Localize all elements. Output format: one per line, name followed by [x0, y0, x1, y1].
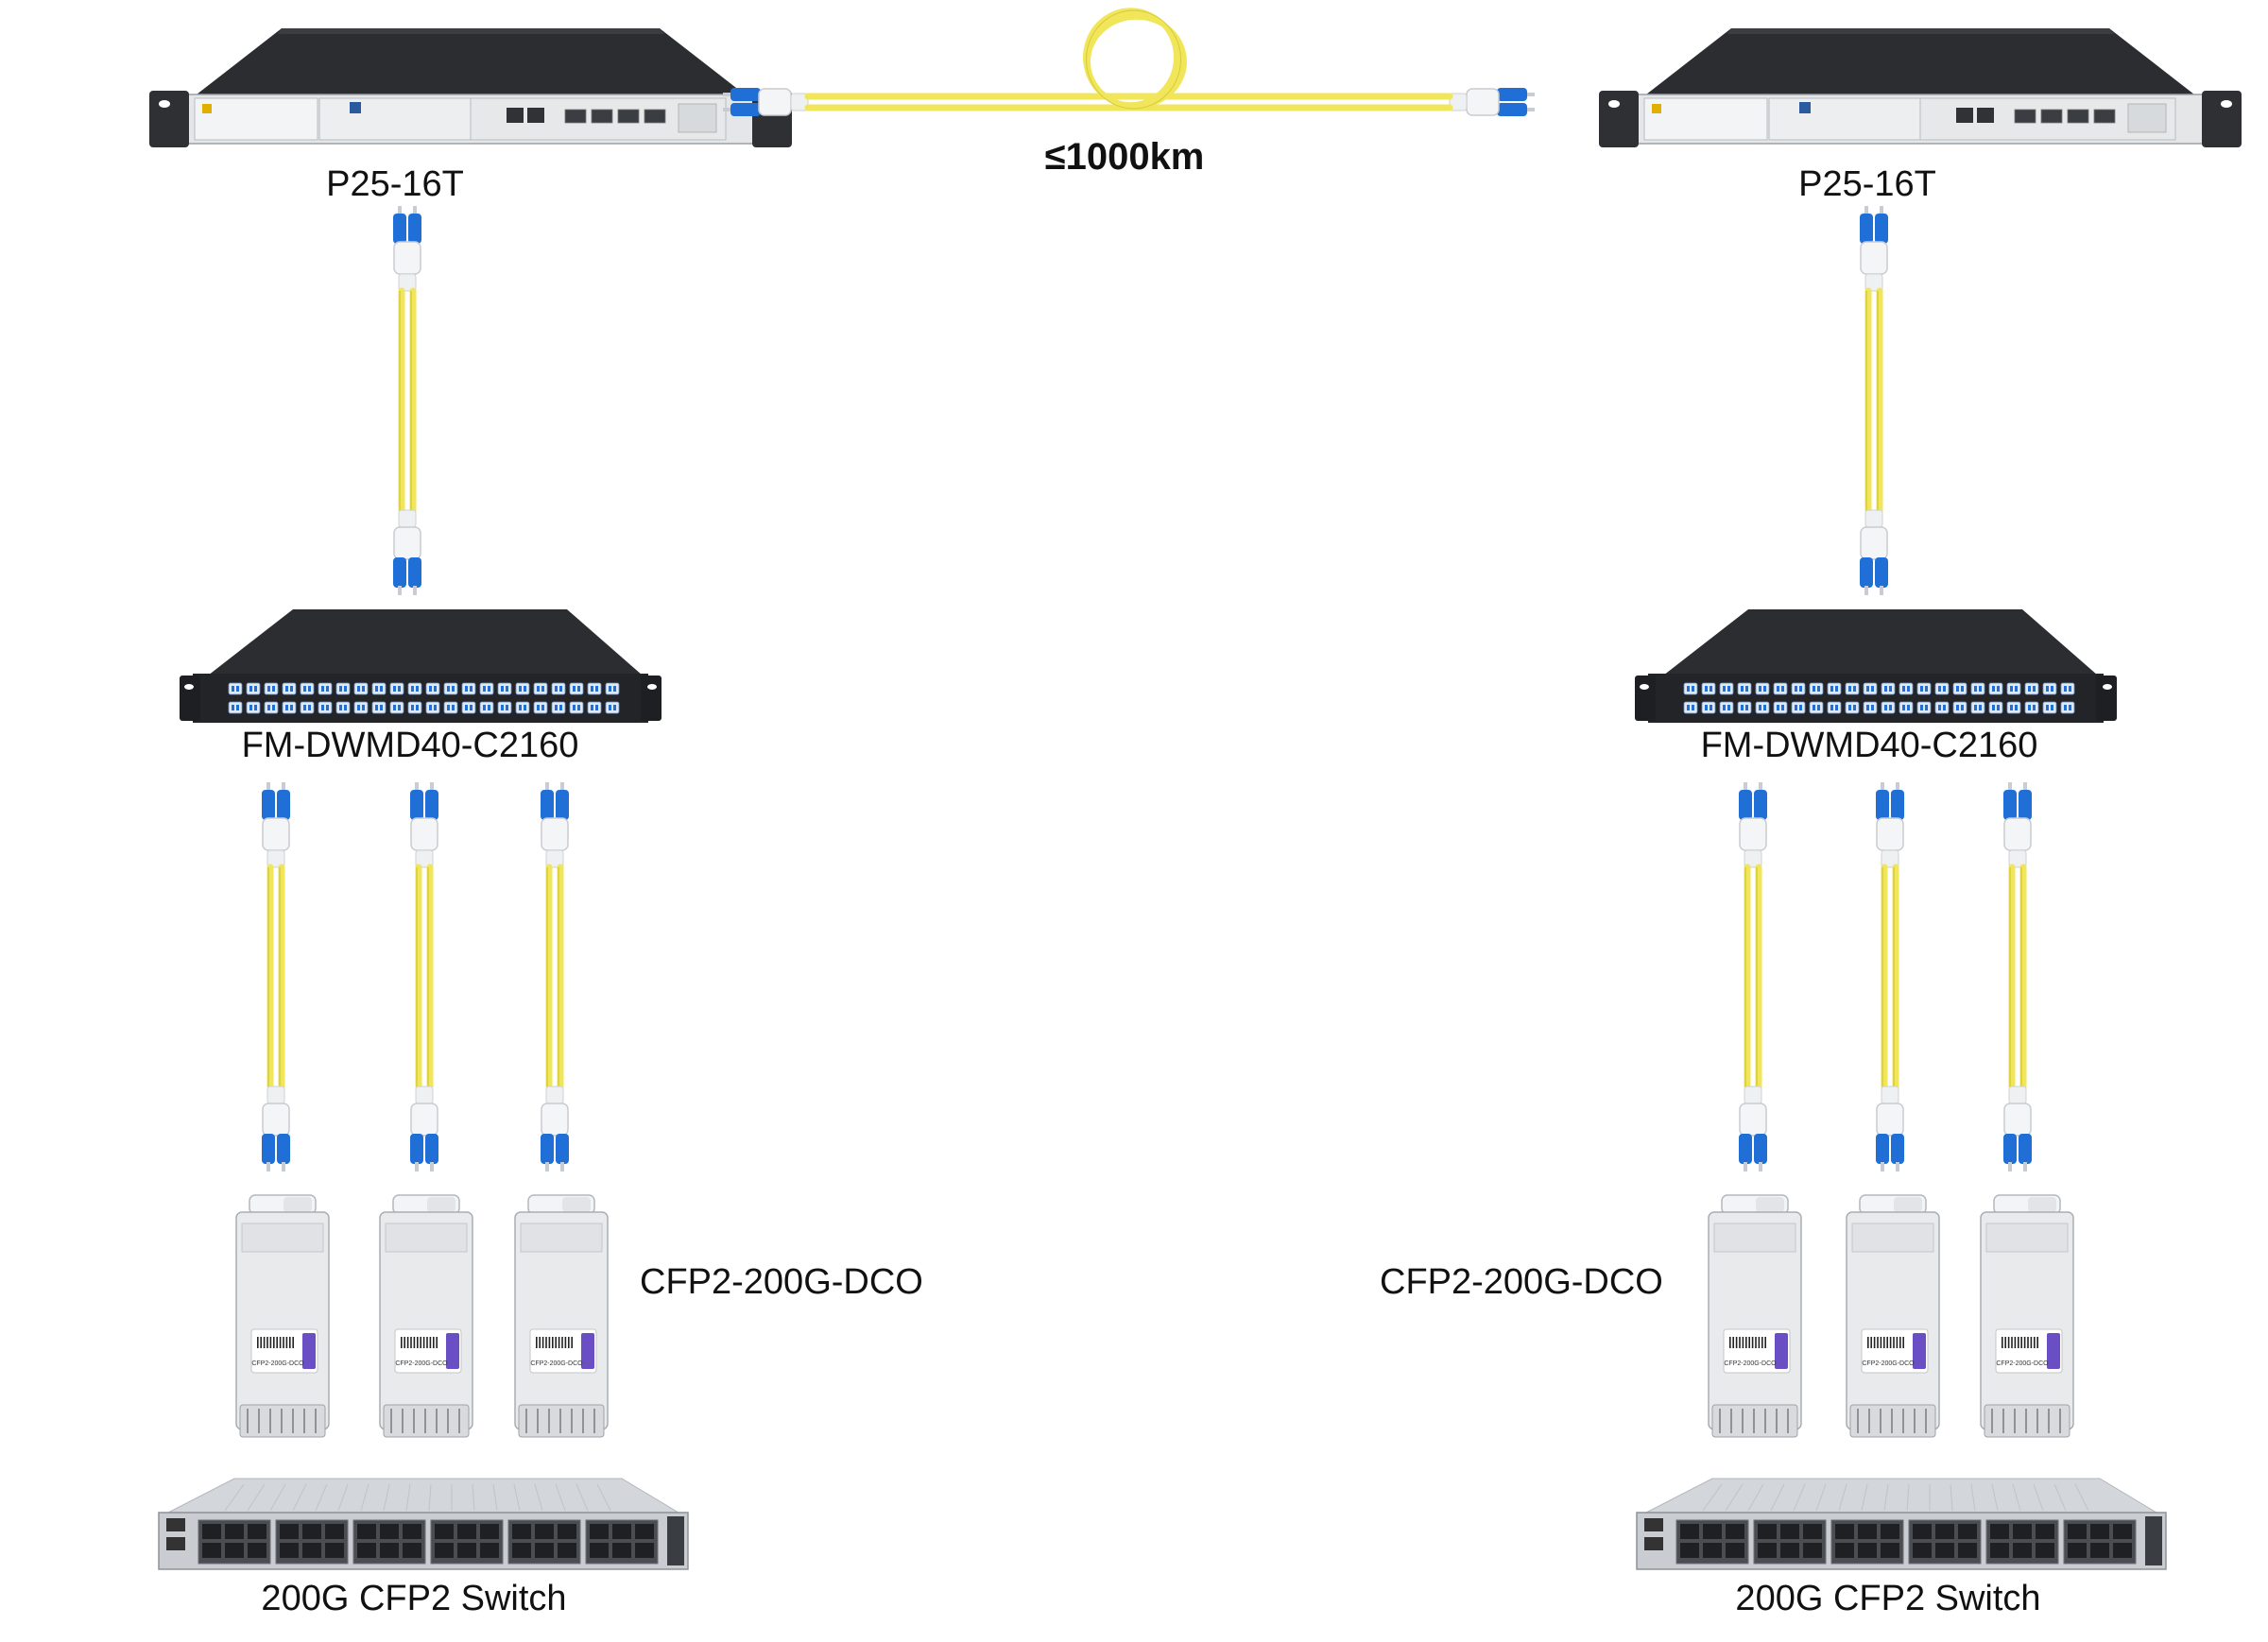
right-transponder: [1599, 28, 2242, 147]
left-transponder: [149, 28, 792, 147]
right-mux-label: FM-DWMD40-C2160: [1700, 726, 2038, 765]
right-switch-label: 200G CFP2 Switch: [1735, 1579, 2041, 1618]
module-sticker-text: CFP2-200G-DCO: [1724, 1360, 1777, 1367]
left-cfp2-module-2: CFP2-200G-DCO: [379, 1194, 473, 1438]
right-drop-fiber-3: [2003, 782, 2032, 1172]
left-drop-fiber-2: [410, 782, 438, 1172]
left-drop-fiber-3: [541, 782, 569, 1172]
right-cfp2-module-1: CFP2-200G-DCO: [1708, 1194, 1802, 1438]
distance-label: ≤1000km: [1044, 136, 1205, 178]
left-transponder-label: P25-16T: [326, 164, 464, 204]
right-uplink-fiber: [1860, 206, 1888, 595]
right-transponder-label: P25-16T: [1798, 164, 1936, 204]
module-sticker-text: CFP2-200G-DCO: [251, 1360, 304, 1367]
left-drop-fiber-1: [262, 782, 290, 1172]
module-sticker-text: CFP2-200G-DCO: [395, 1360, 448, 1367]
left-cfp2-module-3: CFP2-200G-DCO: [514, 1194, 609, 1438]
right-drop-fiber-1: [1739, 782, 1767, 1172]
left-mux: [180, 609, 662, 723]
left-cfp2-module-1: CFP2-200G-DCO: [235, 1194, 330, 1438]
right-cfp2-module-3: CFP2-200G-DCO: [1980, 1194, 2074, 1438]
module-sticker-text: CFP2-200G-DCO: [1996, 1360, 2049, 1367]
module-sticker-text: CFP2-200G-DCO: [1862, 1360, 1915, 1367]
left-switch-label: 200G CFP2 Switch: [261, 1579, 567, 1618]
right-switch: [1636, 1478, 2167, 1570]
left-module-label: CFP2-200G-DCO: [640, 1262, 923, 1302]
long-haul-fiber: [723, 8, 1535, 116]
left-mux-label: FM-DWMD40-C2160: [241, 726, 579, 765]
left-uplink-fiber: [393, 206, 421, 595]
right-drop-fiber-2: [1876, 782, 1904, 1172]
right-module-label: CFP2-200G-DCO: [1380, 1262, 1663, 1302]
right-cfp2-module-2: CFP2-200G-DCO: [1846, 1194, 1940, 1438]
right-mux: [1635, 609, 2117, 723]
module-sticker-text: CFP2-200G-DCO: [530, 1360, 583, 1367]
left-switch: [158, 1478, 689, 1570]
